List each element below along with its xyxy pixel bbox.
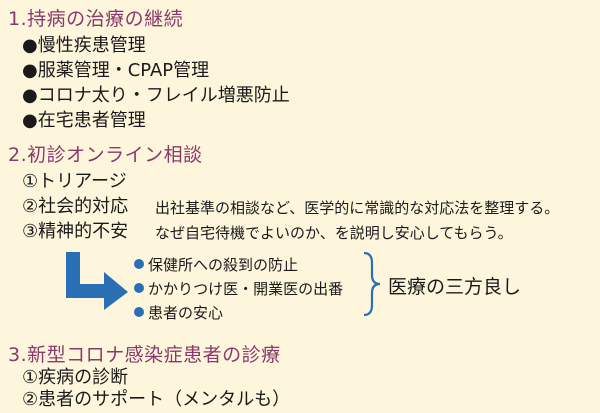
- list-item: ①疾病の診断: [22, 367, 129, 388]
- section2-heading: 2.初診オンライン相談: [8, 144, 203, 166]
- benefit-item: 保健所への殺到の防止: [134, 254, 298, 276]
- item-note: なぜ自宅待機でよいのか、を説明し安心してもらう。: [155, 224, 513, 242]
- arrow-right-icon: [66, 252, 128, 310]
- list-item: ①トリアージ: [22, 171, 127, 192]
- list-item: ●慢性疾患管理: [22, 35, 146, 56]
- bullet-icon: [134, 307, 144, 317]
- list-item: ②患者のサポート（メンタルも）: [22, 389, 291, 410]
- section1-heading: 1.持病の治療の継続: [8, 8, 184, 30]
- conclusion-text: 医療の三方良し: [388, 276, 522, 298]
- list-item: ②社会的対応: [22, 196, 129, 217]
- brace-icon: [363, 251, 381, 317]
- bullet-icon: [134, 283, 144, 293]
- benefit-item: かかりつけ医・開業医の出番: [134, 278, 343, 300]
- section3-heading: 3.新型コロナ感染症患者の診療: [8, 344, 281, 366]
- benefit-item: 患者の安心: [134, 302, 223, 324]
- bullet-icon: [134, 259, 144, 269]
- list-item: ●コロナ太り・フレイル増悪防止: [22, 85, 290, 106]
- list-item: ③精神的不安: [22, 221, 129, 242]
- list-item: ●服薬管理・CPAP管理: [22, 60, 210, 81]
- item-note: 出社基準の相談など、医学的に常識的な対応法を整理する。: [155, 199, 560, 217]
- list-item: ●在宅患者管理: [22, 110, 146, 131]
